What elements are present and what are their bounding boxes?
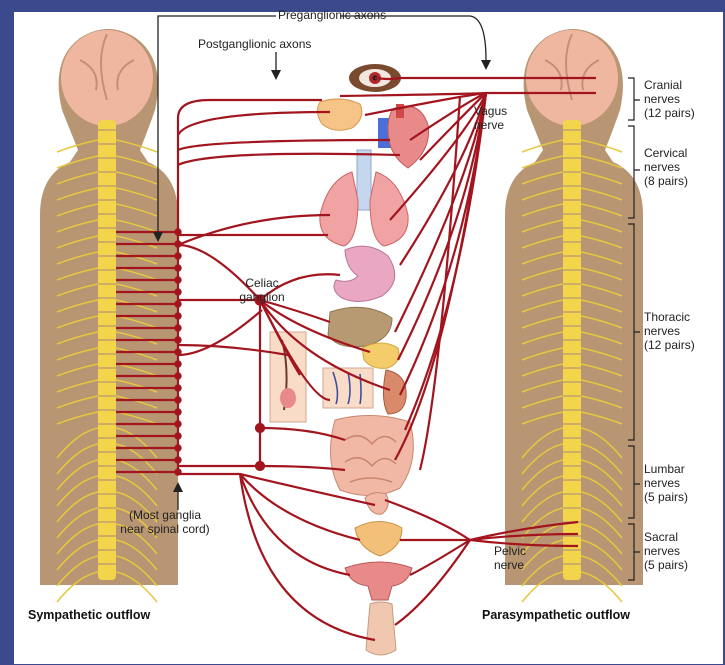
adrenal-kidney-icon	[383, 370, 406, 414]
thoracic-line: (12 pairs)	[644, 338, 695, 352]
vagus-label-line: nerve	[474, 118, 516, 132]
thoracic-nerves-label: Thoracic nerves (12 pairs)	[644, 310, 695, 352]
lumbar-line: Lumbar	[644, 462, 688, 476]
cervical-line: (8 pairs)	[644, 174, 688, 188]
cranial-line: (12 pairs)	[644, 106, 695, 120]
vagus-label-line: Vagus	[474, 104, 516, 118]
bracket-cranial	[628, 78, 640, 120]
genitals-icon	[366, 602, 396, 655]
lumbar-line: (5 pairs)	[644, 490, 688, 504]
parasympathetic-outflow-caption: Parasympathetic outflow	[482, 608, 630, 622]
left-brain	[61, 30, 153, 126]
lumbar-line: nerves	[644, 476, 688, 490]
right-spine	[563, 120, 581, 580]
most-ganglia-line: (Most ganglia	[100, 508, 230, 522]
vagus-nerve-label: Vagus nerve	[474, 104, 516, 132]
bladder-icon	[355, 522, 402, 557]
cranial-line: Cranial	[644, 78, 695, 92]
sacral-line: (5 pairs)	[644, 558, 688, 572]
parasympathetic-figure	[505, 29, 643, 602]
cervical-nerves-label: Cervical nerves (8 pairs)	[644, 146, 688, 188]
uterus-icon	[345, 562, 412, 600]
arrowheads	[153, 60, 491, 492]
pancreas-icon	[362, 343, 399, 368]
pelvic-label-line: Pelvic	[494, 544, 544, 558]
cervical-line: nerves	[644, 160, 688, 174]
most-ganglia-line: near spinal cord)	[100, 522, 230, 536]
sacral-nerves-label: Sacral nerves (5 pairs)	[644, 530, 688, 572]
sacral-line: nerves	[644, 544, 688, 558]
preganglionic-label: Preganglionic axons	[278, 8, 386, 22]
postganglionic-label: Postganglionic axons	[198, 37, 311, 51]
pelvic-nerve-label: Pelvic nerve	[494, 544, 544, 572]
celiac-label-line: Celiac	[226, 276, 298, 290]
most-ganglia-label: (Most ganglia near spinal cord)	[100, 508, 230, 536]
cervical-line: Cervical	[644, 146, 688, 160]
thoracic-line: nerves	[644, 324, 695, 338]
cranial-line: nerves	[644, 92, 695, 106]
organs	[270, 64, 429, 655]
cranial-nerves-label: Cranial nerves (12 pairs)	[644, 78, 695, 120]
celiac-label-line: ganglion	[226, 290, 298, 304]
sacral-line: Sacral	[644, 530, 688, 544]
celiac-ganglion-label: Celiac ganglion	[226, 276, 298, 304]
trachea-icon	[357, 150, 371, 210]
pelvic-label-line: nerve	[494, 558, 544, 572]
stomach-icon	[334, 246, 395, 301]
arrowhead-icon	[271, 70, 281, 80]
thoracic-line: Thoracic	[644, 310, 695, 324]
intestines-icon	[331, 415, 414, 495]
sympathetic-outflow-caption: Sympathetic outflow	[28, 608, 150, 622]
salivary-gland-icon	[317, 99, 361, 130]
lumbar-nerves-label: Lumbar nerves (5 pairs)	[644, 462, 688, 504]
arrowhead-icon	[481, 60, 491, 70]
